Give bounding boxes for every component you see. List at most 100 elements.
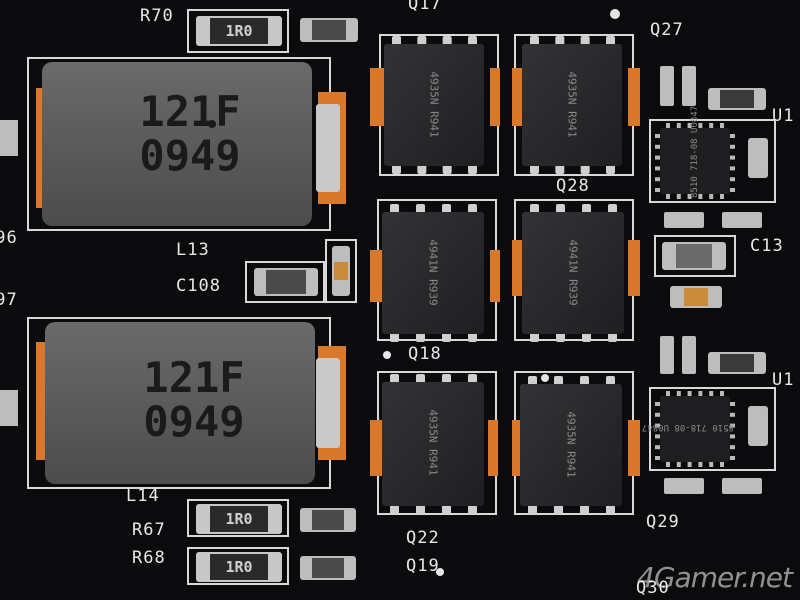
ic-pin [666, 462, 670, 467]
mosfet-pin [416, 504, 425, 514]
mosfet-pin [416, 374, 425, 384]
mosfet-q27-marking: 4935N R941 [565, 71, 579, 138]
mosfet-pin [530, 332, 539, 342]
ic-pin [730, 423, 735, 428]
mosfet-pin [580, 164, 590, 174]
mosfet-pin [580, 504, 589, 514]
resistor-outline-r68 [187, 547, 289, 585]
label-q29: Q29 [646, 512, 680, 532]
mosfet-pin [580, 36, 590, 46]
label-c96: C96 [0, 228, 18, 248]
label-q27: Q27 [650, 20, 684, 40]
mosfet-pin [528, 376, 537, 386]
mosfet-pin [582, 204, 591, 214]
mosfet-pin [390, 332, 399, 342]
ic-pin [720, 123, 724, 128]
inductor-l13 [42, 62, 312, 226]
ic-pin [730, 445, 735, 450]
mosfet-pin [606, 164, 615, 174]
mosfet-q22-marking: 4935N R941 [426, 409, 440, 476]
label-r67: R67 [132, 520, 166, 540]
mosfet-pin [442, 164, 452, 174]
resistor-r70-value: 1R0 [225, 22, 253, 40]
mosfet-pin [468, 504, 477, 514]
ic-pin [709, 194, 714, 199]
ic-pin [655, 456, 660, 460]
label-q19: Q19 [406, 556, 440, 576]
ic-u1a [660, 128, 730, 194]
inductor-l14-marking-line2: 0949 [143, 397, 245, 446]
ic-pin [720, 194, 724, 199]
resistor-r68-value: 1R0 [225, 558, 253, 576]
ic-pin [730, 166, 735, 171]
mosfet-pin [530, 164, 539, 174]
ic-pin [676, 123, 681, 128]
cap-outline-c108b [325, 239, 357, 303]
resistor-outline-r67 [187, 499, 289, 537]
label-c13: C13 [750, 236, 784, 256]
label-r70: R70 [140, 6, 174, 26]
ic-pin [730, 456, 735, 460]
mosfet-pin [606, 504, 615, 514]
mosfet-pin [555, 36, 565, 46]
ic-pin [687, 462, 692, 467]
ic-pin [730, 177, 735, 182]
mosfet-pin [442, 504, 451, 514]
mosfet-q17 [384, 44, 484, 166]
ic-pin [666, 123, 670, 128]
inductor-l13-marking-line2: 0949 [139, 131, 241, 180]
mosfet-q28-marking: 4941N R939 [566, 239, 580, 306]
ic-pin [730, 155, 735, 160]
mosfet-pin [468, 36, 477, 46]
mosfet-pin [582, 332, 591, 342]
mosfet-pin [554, 376, 563, 386]
watermark-4gamer: 4Gamer.net [637, 561, 793, 594]
resistor-outline-r70 [187, 9, 289, 53]
ic-pin [730, 434, 735, 439]
ic-pin [730, 402, 735, 406]
ic-pin [655, 402, 660, 406]
ic-pin [666, 391, 670, 396]
ic-pin [730, 144, 735, 149]
ic-pin [655, 423, 660, 428]
ic-pin [709, 123, 714, 128]
mosfet-pin [417, 164, 427, 174]
mosfet-pin [468, 332, 477, 342]
ic-pin [709, 391, 714, 396]
ic-pin [676, 462, 681, 467]
mosfet-pin [554, 504, 563, 514]
mosfet-pin [606, 376, 615, 386]
mosfet-q18 [382, 212, 484, 334]
ic-outline-u1a [649, 119, 776, 203]
mosfet-pin [442, 204, 451, 214]
ic-pin [730, 134, 735, 138]
mosfet-pin [442, 36, 452, 46]
cap-outline-c13 [654, 235, 736, 277]
label-q22: Q22 [406, 528, 440, 548]
ic-pin [655, 144, 660, 149]
mosfet-pin [555, 164, 565, 174]
mosfet-q18-marking: 4941N R939 [426, 239, 440, 306]
mosfet-q28 [522, 212, 624, 334]
ic-u1b-marking: 8510 718-08 U0847 [641, 422, 734, 432]
ic-u1b [660, 396, 730, 462]
mosfet-pin [530, 36, 539, 46]
ic-pin [687, 123, 692, 128]
ic-u1a-marking: 8510 718-08 U0847 [690, 105, 700, 198]
ic-pin [720, 391, 724, 396]
mosfet-pin [392, 164, 401, 174]
label-u1a: U1 [772, 106, 795, 126]
label-u1b: U1 [772, 370, 795, 390]
inductor-l14-marking-line1: 121F [143, 353, 245, 402]
mosfet-pin [417, 36, 427, 46]
label-c97: C97 [0, 290, 18, 310]
mosfet-pin [442, 374, 451, 384]
mosfet-pin [392, 36, 401, 46]
ic-pin [655, 188, 660, 192]
inductor-l14 [45, 322, 315, 484]
mosfet-pin [608, 332, 617, 342]
label-l13: L13 [176, 240, 210, 260]
mosfet-pin [606, 36, 615, 46]
